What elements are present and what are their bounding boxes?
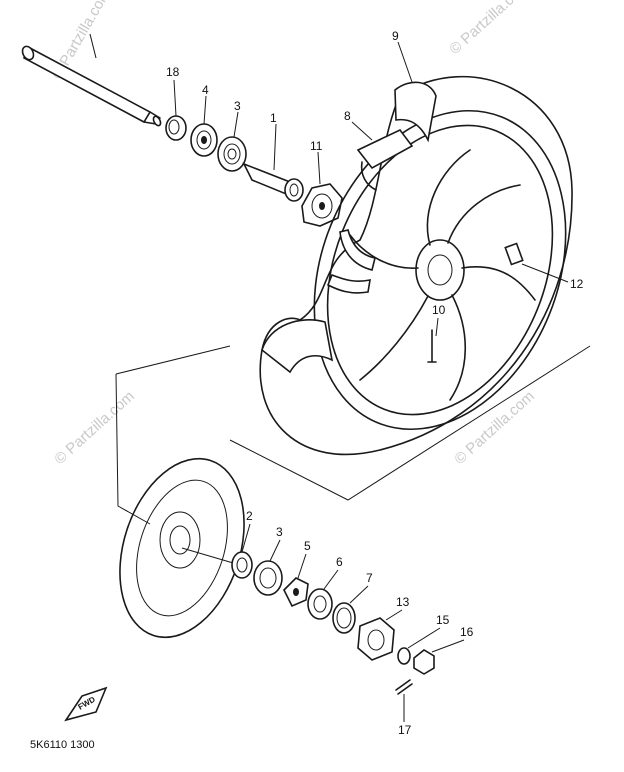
bearing-3-upper	[217, 136, 247, 172]
callout-17: 17	[398, 723, 412, 737]
watermark-3: © Partzilla.com	[51, 388, 137, 468]
callout-15: 15	[436, 613, 450, 627]
washer-15	[397, 647, 411, 665]
oil-seal-4	[190, 123, 218, 157]
collar-1	[242, 162, 304, 202]
nut-16	[413, 649, 435, 675]
callout-16: 16	[460, 625, 474, 639]
callout-6: 6	[336, 555, 343, 569]
bearing-3-lower	[253, 560, 283, 596]
callouts: 1 18 4 3 11 9 8 12 10 2 3 5 6 7 13 15 16…	[166, 29, 584, 737]
callout-4: 4	[202, 83, 209, 97]
diagram-code: 5K6110 1300	[30, 739, 95, 751]
hub-flange-11	[301, 183, 343, 227]
callout-9: 9	[392, 29, 399, 43]
axle	[21, 45, 162, 127]
retainer-5	[283, 577, 309, 608]
callout-12: 12	[570, 277, 584, 291]
spacer-18	[165, 115, 187, 141]
bearing-2	[231, 551, 253, 579]
callout-10: 10	[432, 303, 446, 317]
brake-disc	[119, 457, 245, 639]
callout-1: 1	[270, 111, 277, 125]
oil-seal-6	[307, 588, 333, 620]
callout-11: 11	[310, 139, 323, 153]
meter-gear-13	[357, 617, 395, 661]
callout-13: 13	[396, 595, 410, 609]
callout-3-lower: 3	[276, 525, 283, 539]
watermark-2: © Partzilla.com	[446, 0, 532, 58]
ring-7	[332, 602, 356, 634]
fwd-arrow: FWD	[64, 686, 108, 722]
cast-wheel	[259, 75, 573, 456]
callout-7: 7	[366, 571, 373, 585]
exploded-bounding-outline	[115, 345, 591, 525]
leader-lines	[89, 33, 569, 722]
cotter-pin-17	[395, 679, 413, 695]
callout-18: 18	[166, 65, 180, 79]
callout-8: 8	[344, 109, 351, 123]
callout-3-upper: 3	[234, 99, 241, 113]
callout-2: 2	[246, 509, 253, 523]
callout-5: 5	[304, 539, 311, 553]
